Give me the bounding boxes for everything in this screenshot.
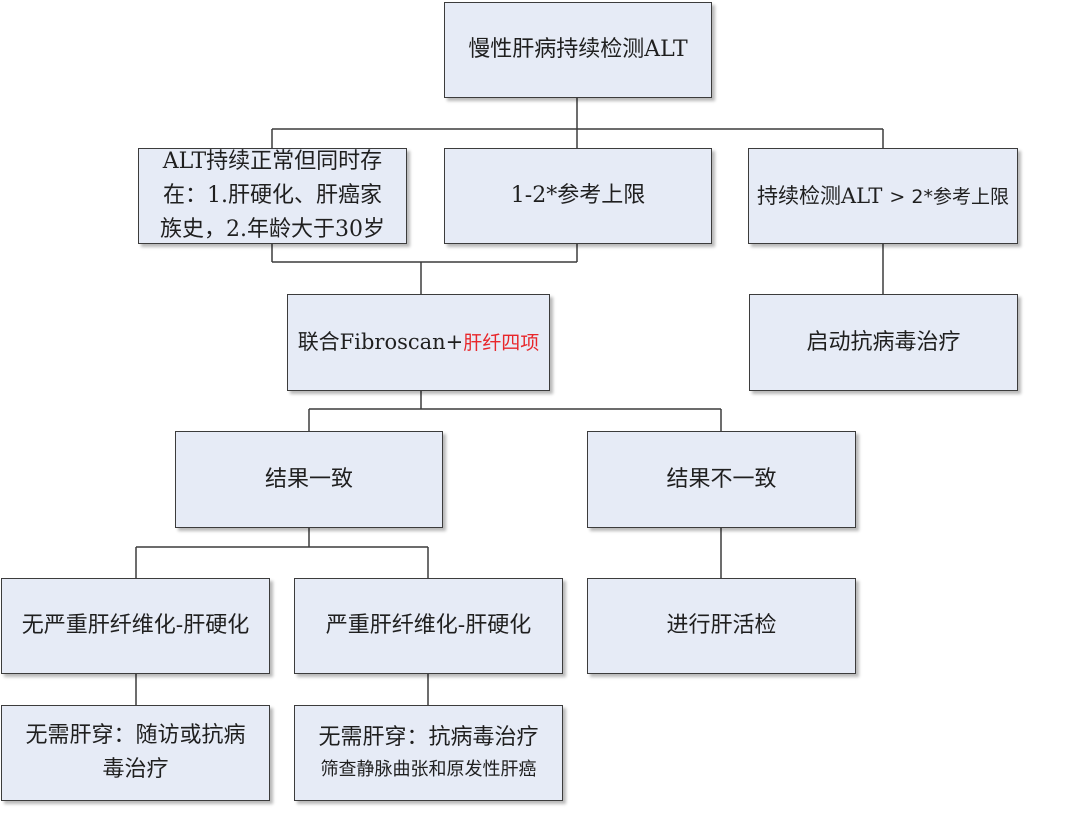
- node-high-alt-prefix: 持续检测ALT: [757, 183, 883, 208]
- node-no-biopsy-followup-line-2: 毒治疗: [102, 757, 169, 782]
- node-fibroscan: 联合Fibroscan+肝纤四项: [287, 294, 550, 391]
- node-fibroscan-highlight: 肝纤四项: [463, 332, 540, 354]
- node-no-biopsy-followup-line-1: 无需肝穿：随访或抗病: [25, 723, 246, 748]
- node-no-biopsy-antiviral-line-2: 筛查静脉曲张和原发性肝癌: [320, 759, 537, 780]
- node-normal-alt-line-3: 族史，2.年龄大于30岁: [160, 217, 385, 242]
- node-consistent-label: 结果一致: [264, 466, 353, 492]
- node-consistent: 结果一致: [175, 431, 443, 528]
- node-start-antiviral: 启动抗病毒治疗: [749, 294, 1018, 391]
- node-high-alt-label: 持续检测ALT > 2*参考上限: [757, 179, 1009, 214]
- node-normal-alt-line-2: 在：1.肝硬化、肝癌家: [163, 183, 382, 208]
- node-fibroscan-label: 联合Fibroscan+肝纤四项: [298, 325, 540, 360]
- node-severe: 严重肝纤维化-肝硬化: [294, 578, 563, 674]
- node-severe-label: 严重肝纤维化-肝硬化: [325, 613, 532, 638]
- node-mid-alt-label: 1-2*参考上限: [510, 183, 646, 208]
- node-no-severe: 无严重肝纤维化-肝硬化: [1, 578, 270, 674]
- node-high-alt-suffix: > 2*参考上限: [889, 185, 1009, 208]
- node-normal-alt-line-1: ALT持续正常但同时存: [162, 149, 383, 174]
- node-no-biopsy-antiviral-line-1: 无需肝穿：抗病毒治疗: [318, 725, 539, 750]
- node-high-alt: 持续检测ALT > 2*参考上限: [748, 148, 1018, 244]
- node-no-biopsy-antiviral: 无需肝穿：抗病毒治疗 筛查静脉曲张和原发性肝癌: [294, 705, 563, 801]
- node-mid-alt: 1-2*参考上限: [444, 148, 712, 244]
- node-biopsy-label: 进行肝活检: [666, 613, 777, 638]
- node-normal-alt: ALT持续正常但同时存 在：1.肝硬化、肝癌家 族史，2.年龄大于30岁: [138, 148, 407, 244]
- node-no-biopsy-followup: 无需肝穿：随访或抗病 毒治疗: [1, 705, 270, 801]
- node-root: 慢性肝病持续检测ALT: [444, 2, 712, 98]
- node-root-label: 慢性肝病持续检测ALT: [468, 37, 688, 62]
- node-biopsy: 进行肝活检: [587, 578, 856, 674]
- node-start-antiviral-label: 启动抗病毒治疗: [806, 329, 961, 355]
- node-inconsistent-label: 结果不一致: [666, 466, 777, 492]
- node-fibroscan-prefix: 联合Fibroscan+: [297, 330, 464, 354]
- node-inconsistent: 结果不一致: [587, 431, 856, 528]
- node-no-severe-label: 无严重肝纤维化-肝硬化: [21, 613, 250, 638]
